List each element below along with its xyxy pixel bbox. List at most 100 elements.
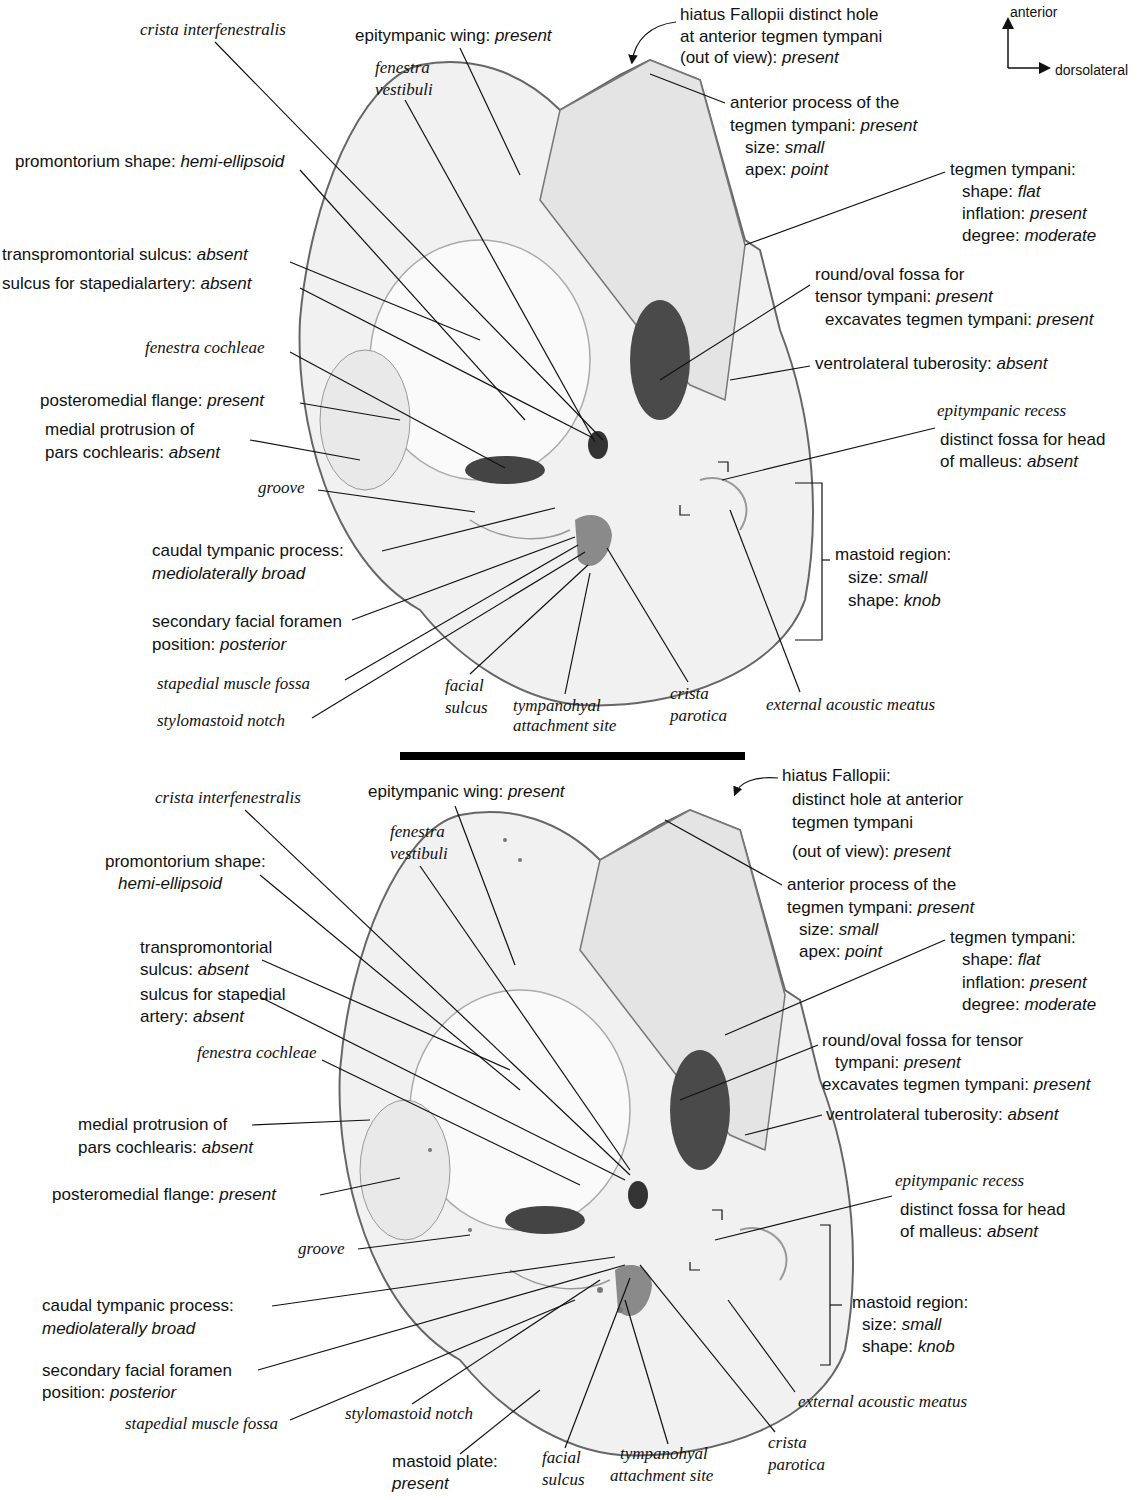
label-line: promontorium shape:hemi-ellipsoid <box>15 152 284 172</box>
label-line: attachment site <box>610 1466 713 1486</box>
part-label: sulcus for stapedialartery: <box>2 274 196 293</box>
part-label: present <box>1034 1075 1091 1094</box>
part-label: small <box>888 568 928 587</box>
part-label: present <box>917 898 974 917</box>
label-line: crista <box>670 684 709 704</box>
label-line: crista interfenestralis <box>155 788 301 808</box>
part-label: hiatus Fallopii distinct hole <box>680 5 878 24</box>
label-line: mastoid region: <box>835 545 951 565</box>
part-label: medial protrusion of <box>45 420 194 439</box>
part-label: tympani: <box>835 1053 899 1072</box>
part-label: present <box>508 782 565 801</box>
part-label: artery: <box>140 1007 188 1026</box>
label-line: tegmen tympani <box>792 813 913 833</box>
label-line: crista interfenestralis <box>140 20 286 40</box>
part-label: dorsolateral <box>1055 62 1128 78</box>
part-label: distinct fossa for head <box>900 1200 1065 1219</box>
leader-lines <box>215 22 945 1454</box>
part-label: excavates tegmen tympani: <box>825 310 1032 329</box>
part-label: (out of view): <box>680 48 777 67</box>
part-label: absent <box>202 1138 253 1157</box>
part-label: present <box>1030 204 1087 223</box>
label-line: fenestra cochleae <box>197 1043 316 1063</box>
label-line: distinct fossa for head <box>900 1200 1065 1220</box>
label-line: hemi-ellipsoid <box>118 874 222 894</box>
part-label: knob <box>918 1337 955 1356</box>
part-label: position: <box>42 1383 105 1402</box>
label-line: tympanohyal <box>513 696 601 716</box>
label-line: size:small <box>862 1315 941 1335</box>
label-line: size:small <box>745 138 824 158</box>
part-label: tegmen tympani: <box>950 160 1076 179</box>
part-label: caudal tympanic process: <box>152 541 344 560</box>
part-label: tegmen tympani: <box>787 898 913 917</box>
label-line: tympanohyal <box>620 1444 708 1464</box>
label-line: position:posterior <box>152 635 286 655</box>
label-line: sulcus <box>542 1470 585 1490</box>
part-label: apex: <box>799 942 841 961</box>
part-label: small <box>839 920 879 939</box>
part-label: mastoid region: <box>835 545 951 564</box>
part-label: flat <box>1018 950 1041 969</box>
part-label: distinct fossa for head <box>940 430 1105 449</box>
part-label: fenestra <box>390 822 445 841</box>
part-label: apex: <box>745 160 787 179</box>
label-line: of malleus:absent <box>940 452 1078 472</box>
part-label: anterior process of the <box>730 93 899 112</box>
label-line: (out of view):present <box>792 842 951 862</box>
label-line: transpromontorial sulcus:absent <box>2 245 248 265</box>
label-line: dorsolateral <box>1055 60 1128 79</box>
label-line: hiatus Fallopii: <box>782 766 891 786</box>
part-label: small <box>785 138 825 157</box>
divider-bar <box>400 752 745 760</box>
label-line: pars cochlearis:absent <box>45 443 220 463</box>
label-line: at anterior tegmen tympani <box>680 27 882 47</box>
label-line: parotica <box>768 1455 825 1475</box>
label-line: secondary facial foramen <box>42 1361 232 1381</box>
label-line: tensor tympani:present <box>815 287 993 307</box>
part-label: crista interfenestralis <box>140 20 286 39</box>
label-line: caudal tympanic process: <box>42 1296 234 1316</box>
part-label: attachment site <box>610 1466 713 1485</box>
part-label: mastoid region: <box>852 1293 968 1312</box>
part-label: present <box>894 842 951 861</box>
label-line: shape:knob <box>862 1337 955 1357</box>
label-line: promontorium shape: <box>105 852 266 872</box>
part-label: facial <box>542 1448 581 1467</box>
part-label: promontorium shape: <box>105 852 266 871</box>
part-label: shape: <box>848 591 899 610</box>
part-label: epitympanic recess <box>895 1171 1024 1190</box>
part-label: stylomastoid notch <box>157 711 285 730</box>
part-label: present <box>392 1474 449 1493</box>
part-label: fenestra cochleae <box>145 338 264 357</box>
label-line: sulcus for stapedialartery:absent <box>2 274 252 294</box>
part-label: ventrolateral tuberosity: <box>815 354 992 373</box>
part-label: facial <box>445 676 484 695</box>
part-label: present <box>782 48 839 67</box>
part-label: ventrolateral tuberosity: <box>826 1105 1003 1124</box>
part-label: point <box>791 160 828 179</box>
part-label: posterior <box>220 635 286 654</box>
axis-arrows <box>1008 20 1048 68</box>
label-line: attachment site <box>513 716 616 736</box>
label-line: mediolaterally broad <box>152 564 305 584</box>
part-label: external acoustic meatus <box>766 695 935 714</box>
label-line: anterior process of the <box>787 875 956 895</box>
part-label: present <box>207 391 264 410</box>
part-label: of malleus: <box>940 452 1022 471</box>
part-label: hiatus Fallopii: <box>782 766 891 785</box>
part-label: anterior <box>1010 4 1057 20</box>
label-line: ventrolateral tuberosity:absent <box>826 1105 1059 1125</box>
part-label: present <box>1030 973 1087 992</box>
part-label: present <box>219 1185 276 1204</box>
part-label: size: <box>799 920 834 939</box>
part-label: mediolaterally broad <box>152 564 305 583</box>
part-label: knob <box>904 591 941 610</box>
part-label: at anterior tegmen tympani <box>680 27 882 46</box>
part-label: inflation: <box>962 973 1025 992</box>
part-label: attachment site <box>513 716 616 735</box>
label-line: sulcus <box>445 698 488 718</box>
part-label: medial protrusion of <box>78 1115 227 1134</box>
part-label: shape: <box>962 950 1013 969</box>
label-line: external acoustic meatus <box>798 1392 967 1412</box>
